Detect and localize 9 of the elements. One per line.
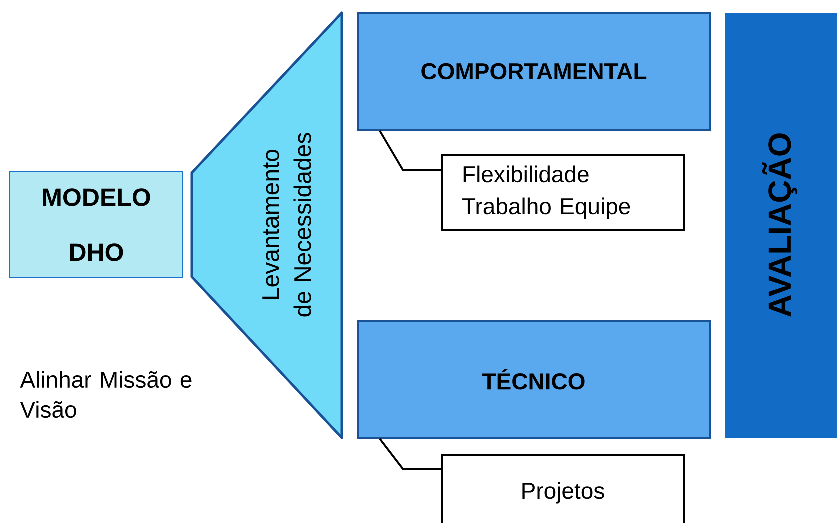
- model-box: MODELO DHO: [10, 172, 184, 278]
- leader-line: [379, 130, 441, 171]
- evaluation-bar: AVALIAÇÃO: [725, 13, 837, 438]
- leader-line: [379, 438, 441, 470]
- category-box: COMPORTAMENTAL: [357, 12, 711, 131]
- list-box: Flexibilidade Trabalho Equipe: [441, 154, 685, 231]
- trapezoid: Levantamento de Necessidades: [190, 12, 344, 440]
- item-box: Projetos: [441, 454, 685, 523]
- category-box: TÉCNICO: [357, 320, 711, 439]
